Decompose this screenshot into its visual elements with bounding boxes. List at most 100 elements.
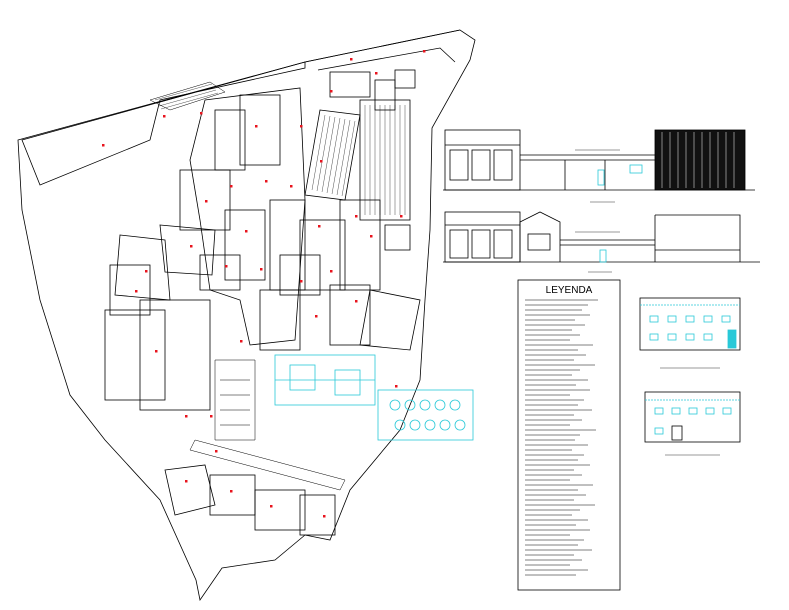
facade-1-frame bbox=[639, 297, 741, 351]
building-mid-3 bbox=[279, 254, 321, 296]
building-north-2 bbox=[394, 69, 416, 89]
red-marker-icon bbox=[135, 290, 138, 293]
facade-2-frame bbox=[644, 391, 741, 443]
building-west-2 bbox=[104, 309, 166, 401]
red-marker-icon bbox=[355, 215, 358, 218]
red-marker-icon bbox=[230, 490, 233, 493]
building-mid-4 bbox=[329, 284, 371, 346]
red-marker-icon bbox=[320, 160, 323, 163]
red-marker-icon bbox=[230, 185, 233, 188]
red-marker-icon bbox=[163, 115, 166, 118]
elevation-2-mid bbox=[560, 239, 655, 246]
legend-panel: LEYENDA bbox=[517, 279, 621, 591]
red-marker-icon bbox=[300, 280, 303, 283]
red-marker-icon bbox=[190, 245, 193, 248]
central-hall-4 bbox=[224, 209, 266, 281]
column-grid-icon bbox=[493, 229, 513, 259]
facade-1-windows bbox=[649, 315, 737, 349]
building-north-3 bbox=[374, 79, 396, 111]
red-marker-icon bbox=[300, 125, 303, 128]
striped-hall-east bbox=[359, 99, 411, 221]
red-marker-icon bbox=[260, 268, 263, 271]
facade-2-windows bbox=[654, 407, 732, 441]
elevation-1-dark-block bbox=[654, 129, 746, 191]
facade-1 bbox=[639, 297, 741, 369]
building-north-1 bbox=[329, 71, 371, 98]
elevation-1-cyan-door bbox=[597, 169, 605, 186]
red-marker-icon bbox=[155, 350, 158, 353]
red-marker-icon bbox=[423, 50, 426, 53]
elevation-2-gable bbox=[519, 211, 561, 262]
red-marker-icon bbox=[145, 270, 148, 273]
elevation-1-cyan-window bbox=[629, 164, 643, 174]
red-marker-icon bbox=[355, 300, 358, 303]
red-marker-icon bbox=[225, 265, 228, 268]
red-marker-icon bbox=[215, 450, 218, 453]
building-south-1 bbox=[164, 464, 216, 516]
red-marker-icon bbox=[370, 235, 373, 238]
site-boundary bbox=[17, 29, 476, 602]
red-marker-icon bbox=[265, 180, 268, 183]
central-hall-1 bbox=[239, 94, 281, 166]
red-marker-icon bbox=[290, 185, 293, 188]
building-west-3 bbox=[139, 299, 211, 411]
parking-area bbox=[214, 359, 256, 441]
building-west-5 bbox=[159, 224, 216, 276]
building-west-1 bbox=[109, 264, 151, 316]
red-marker-icon bbox=[185, 415, 188, 418]
legend-entries bbox=[525, 299, 598, 576]
cyan-block-circles bbox=[377, 389, 474, 441]
red-marker-icon bbox=[375, 72, 378, 75]
red-marker-icon bbox=[330, 270, 333, 273]
red-marker-icon bbox=[318, 225, 321, 228]
building-mid-5 bbox=[384, 224, 411, 251]
column-grid-icon bbox=[449, 229, 469, 259]
column-grid-icon bbox=[471, 229, 491, 259]
legend-title: LEYENDA bbox=[546, 285, 593, 296]
red-marker-icon bbox=[102, 144, 105, 147]
elevation-2-right bbox=[654, 214, 741, 262]
column-grid-icon bbox=[493, 149, 513, 181]
elevation-2 bbox=[443, 211, 760, 263]
column-grid-icon bbox=[471, 149, 491, 181]
building-west-4 bbox=[114, 234, 171, 301]
red-marker-icon bbox=[323, 515, 326, 518]
red-markers bbox=[102, 50, 426, 518]
red-marker-icon bbox=[200, 112, 203, 115]
building-south-3 bbox=[254, 489, 306, 531]
elevation-2-section-room bbox=[527, 233, 551, 251]
central-hall-3 bbox=[179, 169, 231, 231]
facade-2 bbox=[644, 391, 741, 456]
building-mid-1 bbox=[339, 199, 381, 291]
north-hatch-lines bbox=[154, 83, 219, 110]
red-marker-icon bbox=[240, 340, 243, 343]
red-marker-icon bbox=[255, 125, 258, 128]
elevation-1-mid bbox=[520, 154, 655, 190]
south-road bbox=[189, 439, 346, 491]
top-road-line bbox=[304, 29, 461, 71]
north-hatched-block bbox=[149, 81, 226, 111]
red-marker-icon bbox=[205, 200, 208, 203]
building-south-4 bbox=[299, 494, 336, 536]
site-plan bbox=[17, 29, 476, 602]
red-marker-icon bbox=[400, 215, 403, 218]
cyan-block bbox=[274, 354, 376, 406]
red-marker-icon bbox=[395, 385, 398, 388]
elevation-2-cyan-door bbox=[599, 249, 607, 263]
column-grid-icon bbox=[449, 149, 469, 181]
red-marker-icon bbox=[245, 230, 248, 233]
building-mid-6 bbox=[359, 289, 421, 351]
red-marker-icon bbox=[350, 58, 353, 61]
elevation-1 bbox=[443, 129, 755, 191]
central-complex bbox=[189, 87, 306, 346]
red-marker-icon bbox=[210, 415, 213, 418]
red-marker-icon bbox=[330, 90, 333, 93]
central-hall-5 bbox=[199, 254, 241, 291]
legend-frame bbox=[517, 279, 621, 591]
elevation-1-dark-stripes bbox=[661, 132, 735, 188]
red-marker-icon bbox=[270, 505, 273, 508]
red-marker-icon bbox=[315, 315, 318, 318]
red-marker-icon bbox=[185, 480, 188, 483]
